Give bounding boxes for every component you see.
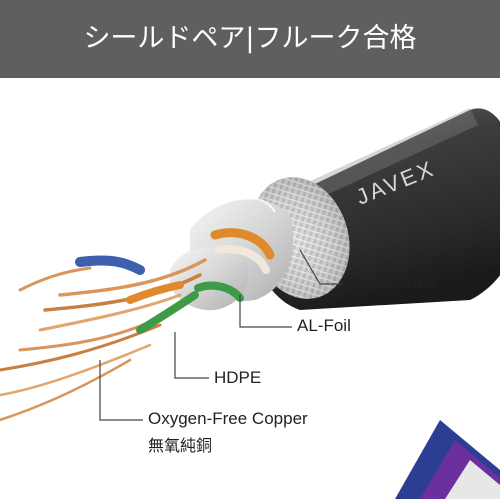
corner-accent-logo xyxy=(395,420,500,499)
callout-line-braided xyxy=(299,249,342,285)
label-al-foil: AL-Foil xyxy=(297,316,351,335)
callout-line-foil xyxy=(239,295,292,328)
label-al-braided: AL- Braided xyxy=(346,273,436,292)
callout-line-copper xyxy=(99,360,143,421)
banner-title: シールドペア|フルーク合格 xyxy=(83,23,417,54)
copper-conductors xyxy=(0,255,207,422)
label-oxygen-free-copper-jp: 無氧純銅 xyxy=(148,436,213,455)
title-banner: シールドペア|フルーク合格 xyxy=(0,0,500,78)
callout-line-hdpe xyxy=(174,332,209,379)
callout-lines xyxy=(99,249,342,421)
label-oxygen-free-copper: Oxygen-Free Copper xyxy=(148,409,308,428)
insulated-pairs xyxy=(194,228,275,302)
label-hdpe: HDPE xyxy=(214,368,262,387)
